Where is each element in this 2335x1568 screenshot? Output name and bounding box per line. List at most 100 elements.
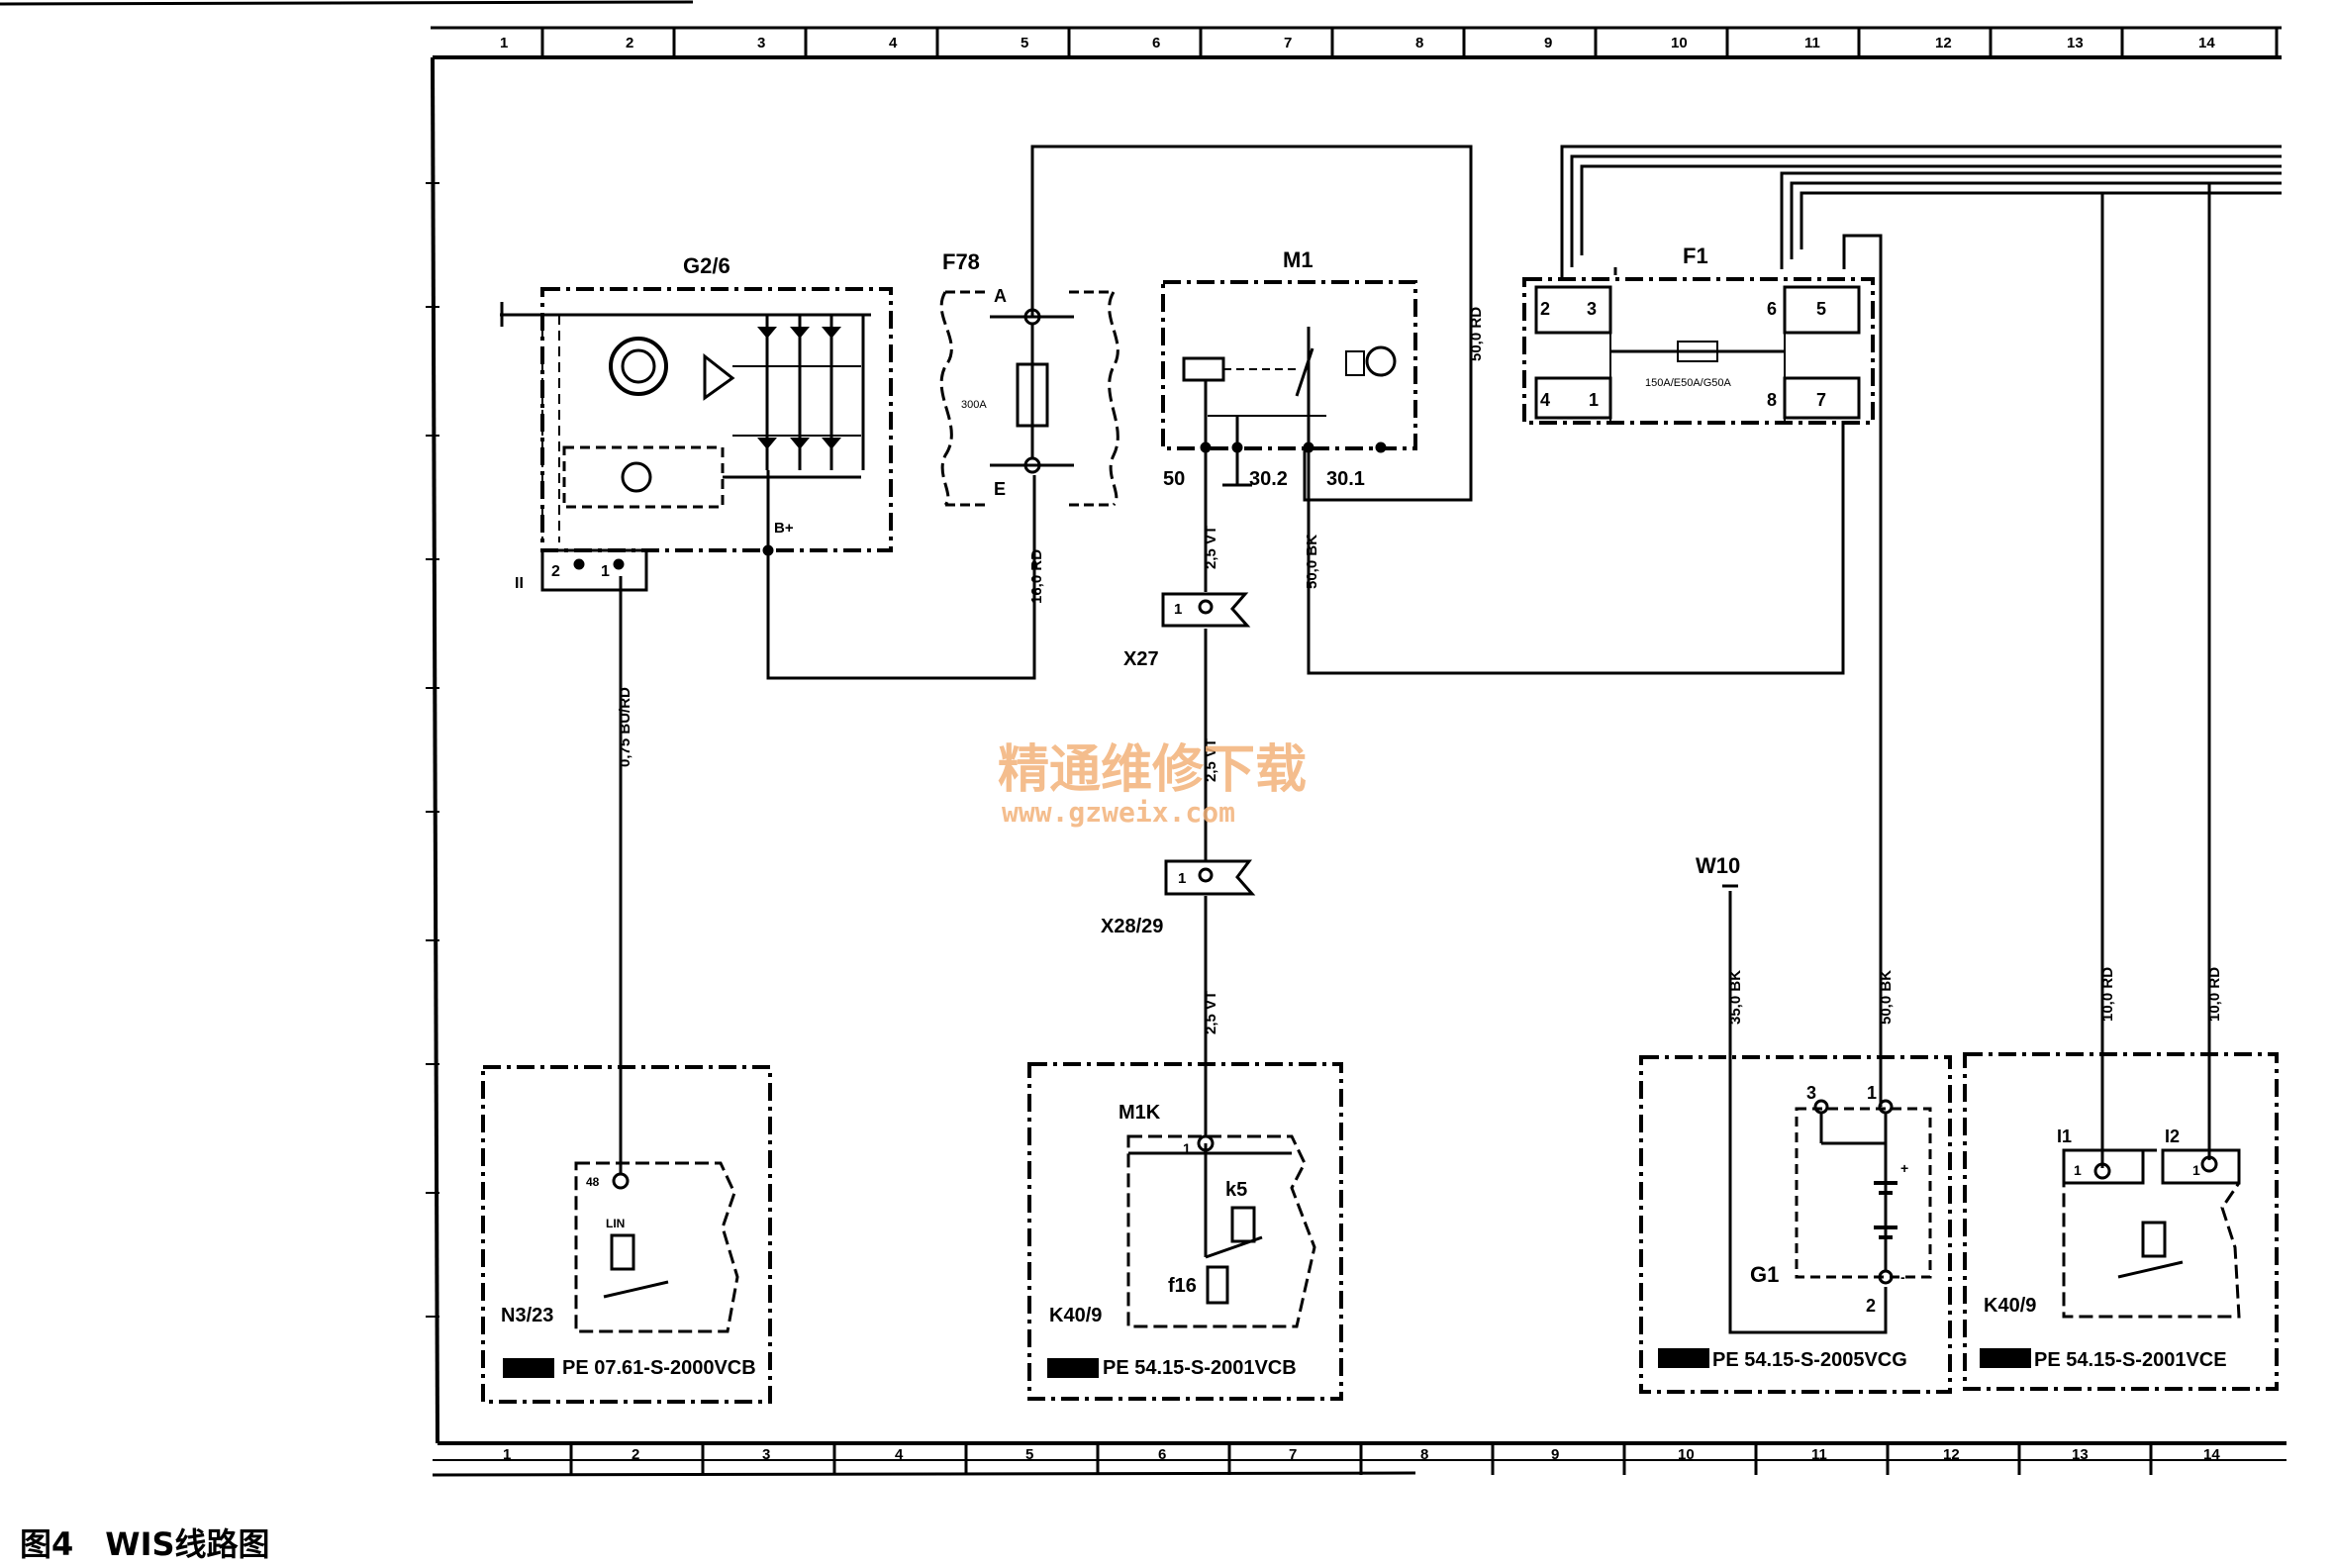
- f78-term-a: A: [994, 286, 1007, 306]
- watermark-text: 精通维修下载: [998, 740, 1307, 800]
- wire-label: 10,0 RD: [2206, 967, 2223, 1022]
- m1-term-50: 50: [1163, 468, 1185, 490]
- module-n3-23: [481, 1065, 772, 1404]
- grid-number: 14: [2203, 1446, 2220, 1463]
- watermark-url: www.gzweix.com: [1002, 796, 1235, 829]
- k409a-label: K40/9: [1049, 1305, 1102, 1326]
- wire-label: 50,0 BK: [1304, 535, 1320, 589]
- document-icon: [1047, 1358, 1099, 1378]
- grid-number: 12: [1935, 35, 1952, 51]
- g1-plus: +: [1900, 1160, 1908, 1176]
- grid-number: 1: [503, 1446, 511, 1463]
- wires: [619, 145, 2282, 1334]
- n323-label: N3/23: [501, 1305, 553, 1326]
- wire-label: 50,0 RD: [1468, 307, 1485, 361]
- k409a-pin: 1: [1183, 1140, 1191, 1156]
- f78-label: F78: [942, 249, 980, 274]
- wire-label: 0,75 BU/RD: [617, 687, 633, 767]
- grid-number: 6: [1152, 35, 1160, 51]
- k409b-i2: I2: [2165, 1127, 2180, 1146]
- f1-pin: 4: [1540, 390, 1550, 410]
- alternator-g2-6: [500, 287, 893, 592]
- k409a-k5: k5: [1225, 1179, 1247, 1201]
- grid-number: 8: [1420, 1446, 1428, 1463]
- k409b-pin2: 1: [2192, 1162, 2200, 1178]
- battery-g1: [1639, 1055, 1952, 1394]
- g1-ref: PE 54.15-S-2005VCG: [1712, 1349, 1907, 1371]
- n323-pin: 48: [586, 1175, 600, 1189]
- g1-label: G1: [1750, 1262, 1779, 1287]
- k409b-ref: PE 54.15-S-2001VCE: [2034, 1349, 2227, 1371]
- k409a-connector: M1K: [1119, 1102, 1161, 1124]
- g1-minus: -: [1900, 1269, 1905, 1285]
- grid-number: 9: [1551, 1446, 1559, 1463]
- f1-pin: 8: [1767, 390, 1777, 410]
- grid-number: 2: [626, 35, 633, 51]
- fuse-box-f1: [1522, 277, 1875, 425]
- grid-number: 4: [889, 35, 898, 51]
- diagram-frame: [0, 0, 2286, 1477]
- f1-pin: 5: [1816, 299, 1826, 319]
- k409b-pin1: 1: [2074, 1162, 2082, 1178]
- grid-number: 10: [1671, 35, 1688, 51]
- wire-label: 2,5 VT: [1203, 526, 1219, 569]
- document-icon: [1658, 1348, 1709, 1368]
- grid-number: 5: [1025, 1446, 1033, 1463]
- grid-number: 3: [757, 35, 765, 51]
- f1-pin: 2: [1540, 299, 1550, 319]
- m1-term-301: 30.1: [1326, 468, 1365, 490]
- m1-term-302: 30.2: [1249, 468, 1288, 490]
- bottom-grid-numbers: 1 2 3 4 5 6 7 8 9 10 11 12 13 14: [503, 1446, 2220, 1463]
- grid-number: 1: [500, 35, 508, 51]
- wire-label: 35,0 BK: [1727, 970, 1744, 1025]
- grid-number: 13: [2067, 35, 2084, 51]
- module-k40-9-a: [1027, 1062, 1343, 1401]
- g26-bplus-label: B+: [774, 520, 794, 537]
- f1-pin: 6: [1767, 299, 1777, 319]
- g1-pin1: 1: [1867, 1083, 1877, 1103]
- grid-number: 10: [1678, 1446, 1695, 1463]
- g1-pin3: 3: [1806, 1083, 1816, 1103]
- grid-number: 13: [2072, 1446, 2089, 1463]
- connector-x27: [1161, 592, 1251, 628]
- n323-ref: PE 07.61-S-2000VCB: [562, 1357, 756, 1379]
- wire-labels: 16,0 RD 2,5 VT 2,5 VT 2,5 VT 50,0 BK 50,…: [617, 307, 2223, 1034]
- f1-label: F1: [1683, 244, 1708, 268]
- grid-number: 14: [2198, 35, 2215, 51]
- f1-pin: 3: [1587, 299, 1597, 319]
- wire-label: 50,0 BK: [1878, 970, 1895, 1025]
- wire-label: 10,0 RD: [2099, 967, 2116, 1022]
- grid-number: 6: [1158, 1446, 1166, 1463]
- grid-number: 12: [1943, 1446, 1960, 1463]
- k409b-i1: I1: [2057, 1127, 2072, 1146]
- g26-plug: II: [515, 575, 524, 592]
- wire-label: 2,5 VT: [1203, 991, 1219, 1034]
- figure-caption: 图4 WIS线路图: [20, 1525, 270, 1563]
- g26-label: G2/6: [683, 253, 730, 278]
- grid-number: 2: [632, 1446, 639, 1463]
- k409a-ref: PE 54.15-S-2001VCB: [1103, 1357, 1297, 1379]
- m1-label: M1: [1283, 247, 1313, 272]
- grid-number: 11: [1811, 1446, 1827, 1463]
- module-k40-9-b: [1963, 1052, 2279, 1391]
- f1-pin: 7: [1816, 390, 1826, 410]
- x27-label: X27: [1123, 648, 1159, 670]
- wire-label: 16,0 RD: [1028, 549, 1045, 604]
- f78-term-e: E: [994, 479, 1006, 499]
- k409b-label: K40/9: [1984, 1295, 2036, 1317]
- grid-number: 7: [1289, 1446, 1297, 1463]
- f1-fuse-spec: 150A/E50A/G50A: [1645, 377, 1732, 389]
- w10-label: W10: [1696, 853, 1740, 878]
- wire-label: 2,5 VT: [1203, 738, 1219, 782]
- starter-m1: [1161, 280, 1417, 487]
- g26-pin2: 2: [551, 563, 560, 580]
- grid-number: 9: [1544, 35, 1552, 51]
- grid-number: 3: [762, 1446, 770, 1463]
- grid-number: 4: [895, 1446, 904, 1463]
- g26-pin1: 1: [601, 563, 610, 580]
- document-icon: [1980, 1348, 2031, 1368]
- k409a-f16: f16: [1168, 1275, 1197, 1297]
- x2829-pin: 1: [1178, 870, 1186, 887]
- fuse-f78: [939, 290, 1119, 507]
